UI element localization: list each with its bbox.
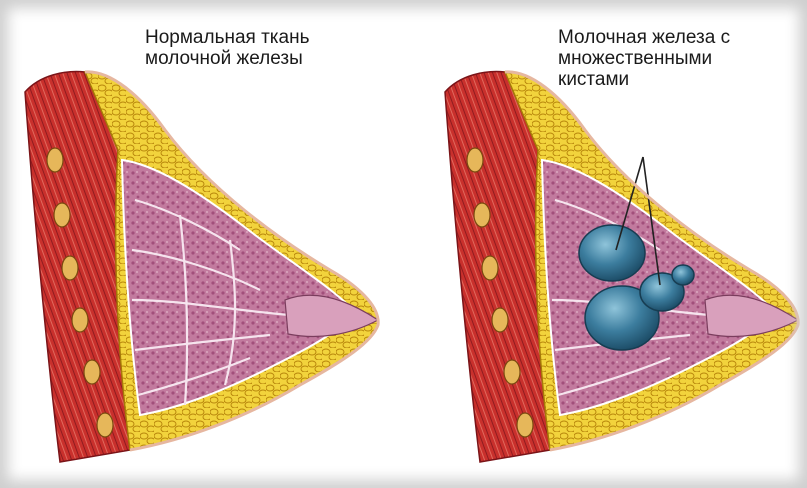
cyst-large-upper xyxy=(579,225,645,281)
left-glandular-tissue xyxy=(122,160,355,415)
cyst-breast-figure xyxy=(445,72,798,462)
cyst-small xyxy=(672,265,694,285)
normal-breast-figure xyxy=(25,72,378,462)
